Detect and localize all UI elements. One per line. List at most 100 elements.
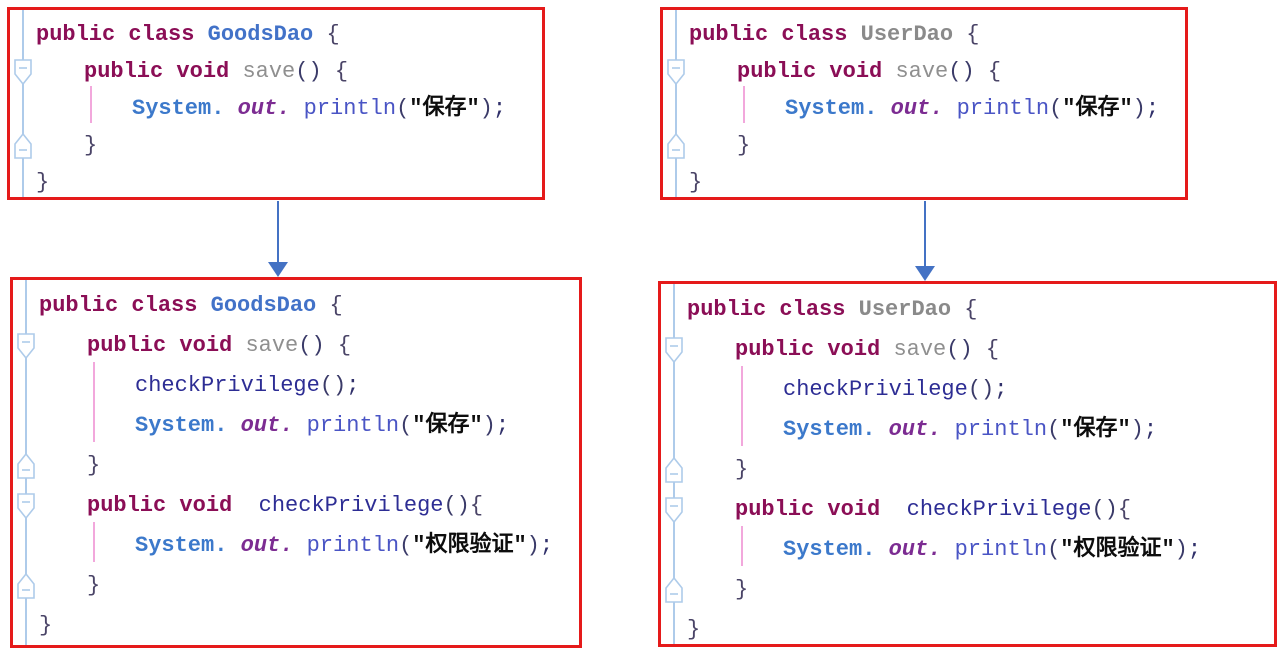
code-token: ″保存″ — [409, 96, 480, 121]
code-token: ; — [539, 533, 554, 558]
arrow-head-icon — [915, 266, 935, 281]
code-token: { — [951, 297, 978, 322]
code-token: checkPrivilege — [135, 373, 320, 398]
code-token: } — [84, 133, 98, 158]
code-token: () — [948, 59, 975, 84]
fold-collapse-end-icon[interactable] — [665, 456, 683, 483]
code-token: System. — [135, 413, 241, 438]
fold-collapse-end-icon[interactable] — [17, 572, 35, 599]
code-token: System. — [783, 417, 889, 442]
fold-collapse-start-icon[interactable] — [665, 497, 683, 524]
code-token: () — [946, 337, 973, 362]
code-panel-goodsdao-after: public class GoodsDao {public void save(… — [10, 277, 582, 648]
fold-collapse-start-icon[interactable] — [14, 58, 32, 85]
fold-collapse-start-icon[interactable] — [17, 493, 35, 520]
code-token: } — [36, 170, 50, 195]
code-token: checkPrivilege — [258, 493, 444, 518]
code-token: } — [737, 133, 751, 158]
code-token: println — [306, 533, 400, 558]
code-token: public — [39, 293, 132, 318]
code-line: } — [13, 566, 579, 606]
flow-arrow-goodsdao — [268, 201, 288, 277]
code-token: { — [324, 333, 352, 358]
code-token: { — [972, 337, 1000, 362]
code-token: ; — [1187, 537, 1202, 562]
fold-collapse-start-icon[interactable] — [665, 337, 683, 364]
code-token: void — [179, 493, 259, 518]
code-line: } — [13, 606, 579, 645]
code-token: () — [298, 333, 325, 358]
code-token: ( — [396, 96, 410, 121]
code-token: } — [689, 170, 703, 195]
code-line: public class UserDao { — [661, 290, 1274, 330]
code-token: println — [954, 417, 1048, 442]
code-token: ″权限验证″ — [1060, 537, 1175, 562]
code-token: ( — [399, 413, 413, 438]
fold-gutter-line — [675, 10, 677, 197]
code-token: ; — [994, 377, 1008, 402]
code-line: } — [661, 610, 1274, 644]
code-token: ; — [492, 96, 507, 121]
fold-collapse-start-icon[interactable] — [17, 333, 35, 360]
fold-collapse-end-icon[interactable] — [665, 576, 683, 603]
code-token: GoodsDao — [210, 293, 317, 318]
code-token: checkPrivilege — [783, 377, 968, 402]
code-token: { — [469, 493, 484, 518]
indent-guide — [93, 522, 95, 562]
code-token: UserDao — [860, 22, 954, 47]
code-token: out. — [237, 96, 304, 121]
code-line: public void checkPrivilege(){ — [13, 486, 579, 526]
code-line: checkPrivilege(); — [661, 370, 1274, 410]
fold-collapse-start-icon[interactable] — [667, 58, 685, 85]
code-token: } — [687, 617, 701, 642]
code-panel-userdao-after: public class UserDao {public void save()… — [658, 281, 1277, 647]
code-token: { — [1117, 497, 1132, 522]
code-token: ) — [1132, 96, 1146, 121]
code-token: } — [87, 573, 101, 598]
flow-arrow-userdao — [915, 201, 935, 281]
code-token: () — [295, 59, 322, 84]
code-token: println — [954, 537, 1048, 562]
indent-guide — [93, 362, 95, 442]
code-line: public void save() { — [663, 53, 1185, 90]
code-token: public — [737, 59, 830, 84]
code-token: { — [313, 22, 340, 47]
code-token: public — [735, 497, 828, 522]
fold-collapse-end-icon[interactable] — [17, 452, 35, 479]
code-line: System. out. println(″保存″); — [10, 90, 542, 127]
code-token: out. — [240, 413, 307, 438]
code-token: class — [131, 293, 211, 318]
code-token: void — [827, 337, 894, 362]
code-token: ; — [495, 413, 510, 438]
code-token: save — [893, 337, 947, 362]
code-line: System. out. println(″权限验证″); — [13, 526, 579, 566]
code-token: void — [179, 333, 246, 358]
code-line: System. out. println(″保存″); — [661, 410, 1274, 450]
code-panel-userdao-before: public class UserDao {public void save()… — [660, 7, 1188, 200]
code-line: System. out. println(″保存″); — [663, 90, 1185, 127]
fold-collapse-end-icon[interactable] — [667, 132, 685, 159]
indent-guide — [741, 366, 743, 446]
indent-guide — [741, 526, 743, 566]
code-token: public — [36, 22, 129, 47]
code-token: ( — [1049, 96, 1063, 121]
code-block: public class GoodsDao {public void save(… — [13, 280, 579, 645]
code-token: System. — [785, 96, 891, 121]
code-token: () — [967, 377, 995, 402]
code-token: } — [735, 457, 749, 482]
code-token: ″保存″ — [412, 413, 483, 438]
code-token: public — [687, 297, 780, 322]
code-token: ) — [482, 413, 496, 438]
code-block: public class UserDao {public void save()… — [663, 10, 1185, 197]
code-token: { — [953, 22, 980, 47]
code-token: void — [829, 59, 896, 84]
arrow-head-icon — [268, 262, 288, 277]
code-token: println — [303, 96, 397, 121]
code-token: } — [87, 453, 101, 478]
code-token: public — [84, 59, 177, 84]
code-line: public void save() { — [10, 53, 542, 90]
code-token: println — [956, 96, 1050, 121]
code-token: ( — [1047, 417, 1061, 442]
code-token: { — [321, 59, 349, 84]
fold-collapse-end-icon[interactable] — [14, 132, 32, 159]
